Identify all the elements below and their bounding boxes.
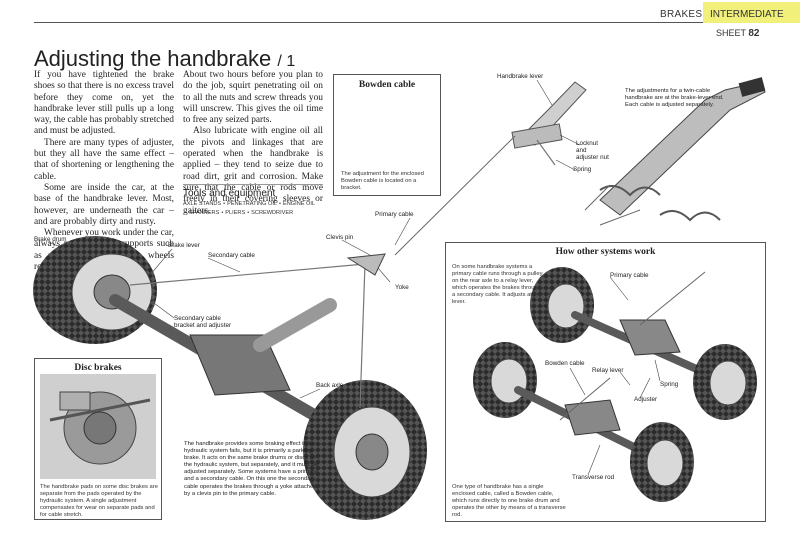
other-box-caption-top: On some handbrake systems a primary cabl… (452, 264, 543, 305)
label-yoke: Yoke (395, 284, 409, 291)
main-axle-illustration (33, 236, 427, 520)
label-brake-lever: Brake lever (168, 242, 200, 249)
label-adjuster: Adjuster (634, 396, 658, 403)
bowden-cable-box: Bowden cable The adjustment for the encl… (333, 74, 441, 196)
main-diagram-caption: The handbrake provides some braking effe… (184, 441, 318, 497)
header-rule (34, 22, 800, 23)
label-relay-lever: Relay lever (592, 367, 624, 374)
handbrake-lever-illustration (394, 81, 587, 256)
label-handbrake-lever: Handbrake lever (497, 73, 544, 80)
page-header: BRAKES INTERMEDIATE SHEET 82 (0, 0, 800, 44)
other-box-caption-bottom: One type of handbrake has a single enclo… (452, 484, 566, 518)
label-locknut: Locknut and adjuster nut (576, 140, 609, 162)
label-back-axle: Back axle (316, 382, 344, 389)
other-systems-box: How other systems work On some handbrake… (445, 242, 766, 522)
tools-list: AXLE STANDS•PENETRATING OIL•ENGINE OIL •… (183, 201, 316, 216)
label-clevis-pin: Clevis pin (326, 234, 354, 241)
label-bracket-adjuster: Secondary cable bracket and adjuster (174, 315, 232, 330)
label-other-spring: Spring (660, 381, 679, 388)
label-leaders (47, 79, 661, 476)
label-brake-drum: Brake drum (34, 236, 67, 243)
other-box-title: How other systems work (555, 247, 656, 257)
label-transverse-rod: Transverse rod (572, 474, 615, 481)
disc-brakes-box: Disc brakes The handbrake pads on some d… (34, 358, 162, 520)
label-lever-spring: Spring (573, 166, 592, 173)
twin-cable-lever-illustration (584, 77, 766, 226)
page-title: Adjusting the handbrake / 1 (34, 46, 296, 71)
tools-heading: Tools and equipment (183, 184, 323, 199)
twin-cable-caption: The adjustments for a twin-cable handbra… (625, 88, 724, 109)
label-other-bowden-cable: Bowden cable (545, 360, 585, 367)
bowden-box-caption: The adjustment for the enclosed Bowden c… (341, 171, 424, 191)
bowden-box-title: Bowden cable (358, 80, 416, 90)
disc-box-caption: The handbrake pads on some disc brakes a… (40, 484, 158, 518)
sheet-number: SHEET 82 (716, 28, 760, 39)
label-primary-cable: Primary cable (375, 211, 414, 218)
label-secondary-cable: Secondary cable (208, 252, 255, 259)
label-other-primary-cable: Primary cable (610, 272, 649, 279)
section-name: BRAKES (660, 9, 703, 20)
disc-box-title: Disc brakes (74, 363, 122, 373)
body-column-2: About two hours before you plan to do th… (183, 70, 323, 216)
other-systems-illustration (473, 267, 757, 502)
level-badge: INTERMEDIATE (703, 2, 800, 23)
